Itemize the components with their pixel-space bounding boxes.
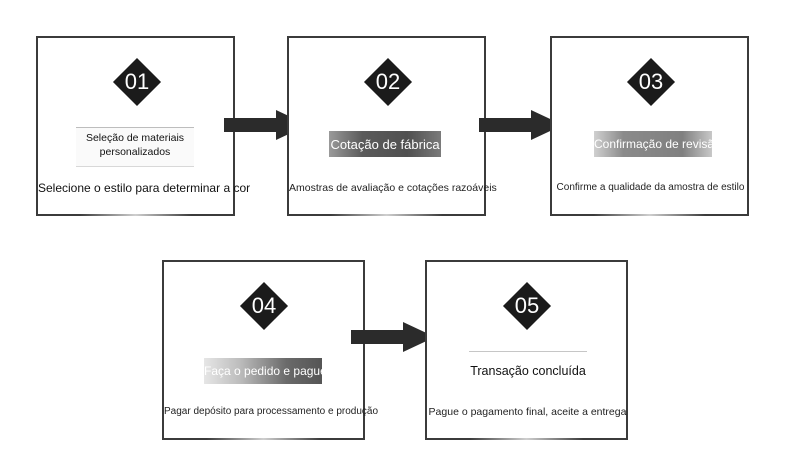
step-title-banner <box>204 358 322 384</box>
step-title-banner <box>469 351 587 384</box>
step-card-03: 03 Confirmação de revisão Confirme a qua… <box>550 36 749 216</box>
right-arrow-icon <box>479 110 563 140</box>
step-number: 01 <box>124 69 150 94</box>
step-description: Pagar depósito para processamento e prod… <box>164 406 379 417</box>
step-title: Faça o pedido e pague <box>204 364 322 378</box>
step-description: Selecione o estilo para determinar a cor <box>38 181 251 195</box>
step-title: Confirmação de revisão <box>594 137 712 151</box>
step-card-02: 02 Cotação de fábrica Amostras de avalia… <box>287 36 497 216</box>
step-title-banner <box>594 131 712 157</box>
step-number: 04 <box>251 293 277 318</box>
step-title-banner <box>329 131 441 157</box>
step-number: 02 <box>375 69 401 94</box>
step-number: 03 <box>638 69 664 94</box>
step-description: Pague o pagamento final, aceite a entreg… <box>428 406 627 418</box>
step-description: Confirme a qualidade da amostra de estil… <box>556 182 745 193</box>
step-card-05: 05 Transação concluída Pague o pagamento… <box>425 260 628 440</box>
step-title-banner <box>76 127 194 167</box>
step-description: Amostras de avaliação e cotações razoáve… <box>289 182 497 194</box>
step-title: Transação concluída <box>470 364 586 378</box>
step-card-04: 04 Faça o pedido e pague Pagar depósito … <box>162 260 379 440</box>
step-title: Seleção de materiais personalizados <box>85 132 185 158</box>
step-card-01: 01 Seleção de materiais personalizados S… <box>36 36 251 216</box>
step-number: 05 <box>514 293 540 318</box>
right-arrow-icon <box>351 322 435 352</box>
step-title: Cotação de fábrica <box>330 137 440 152</box>
